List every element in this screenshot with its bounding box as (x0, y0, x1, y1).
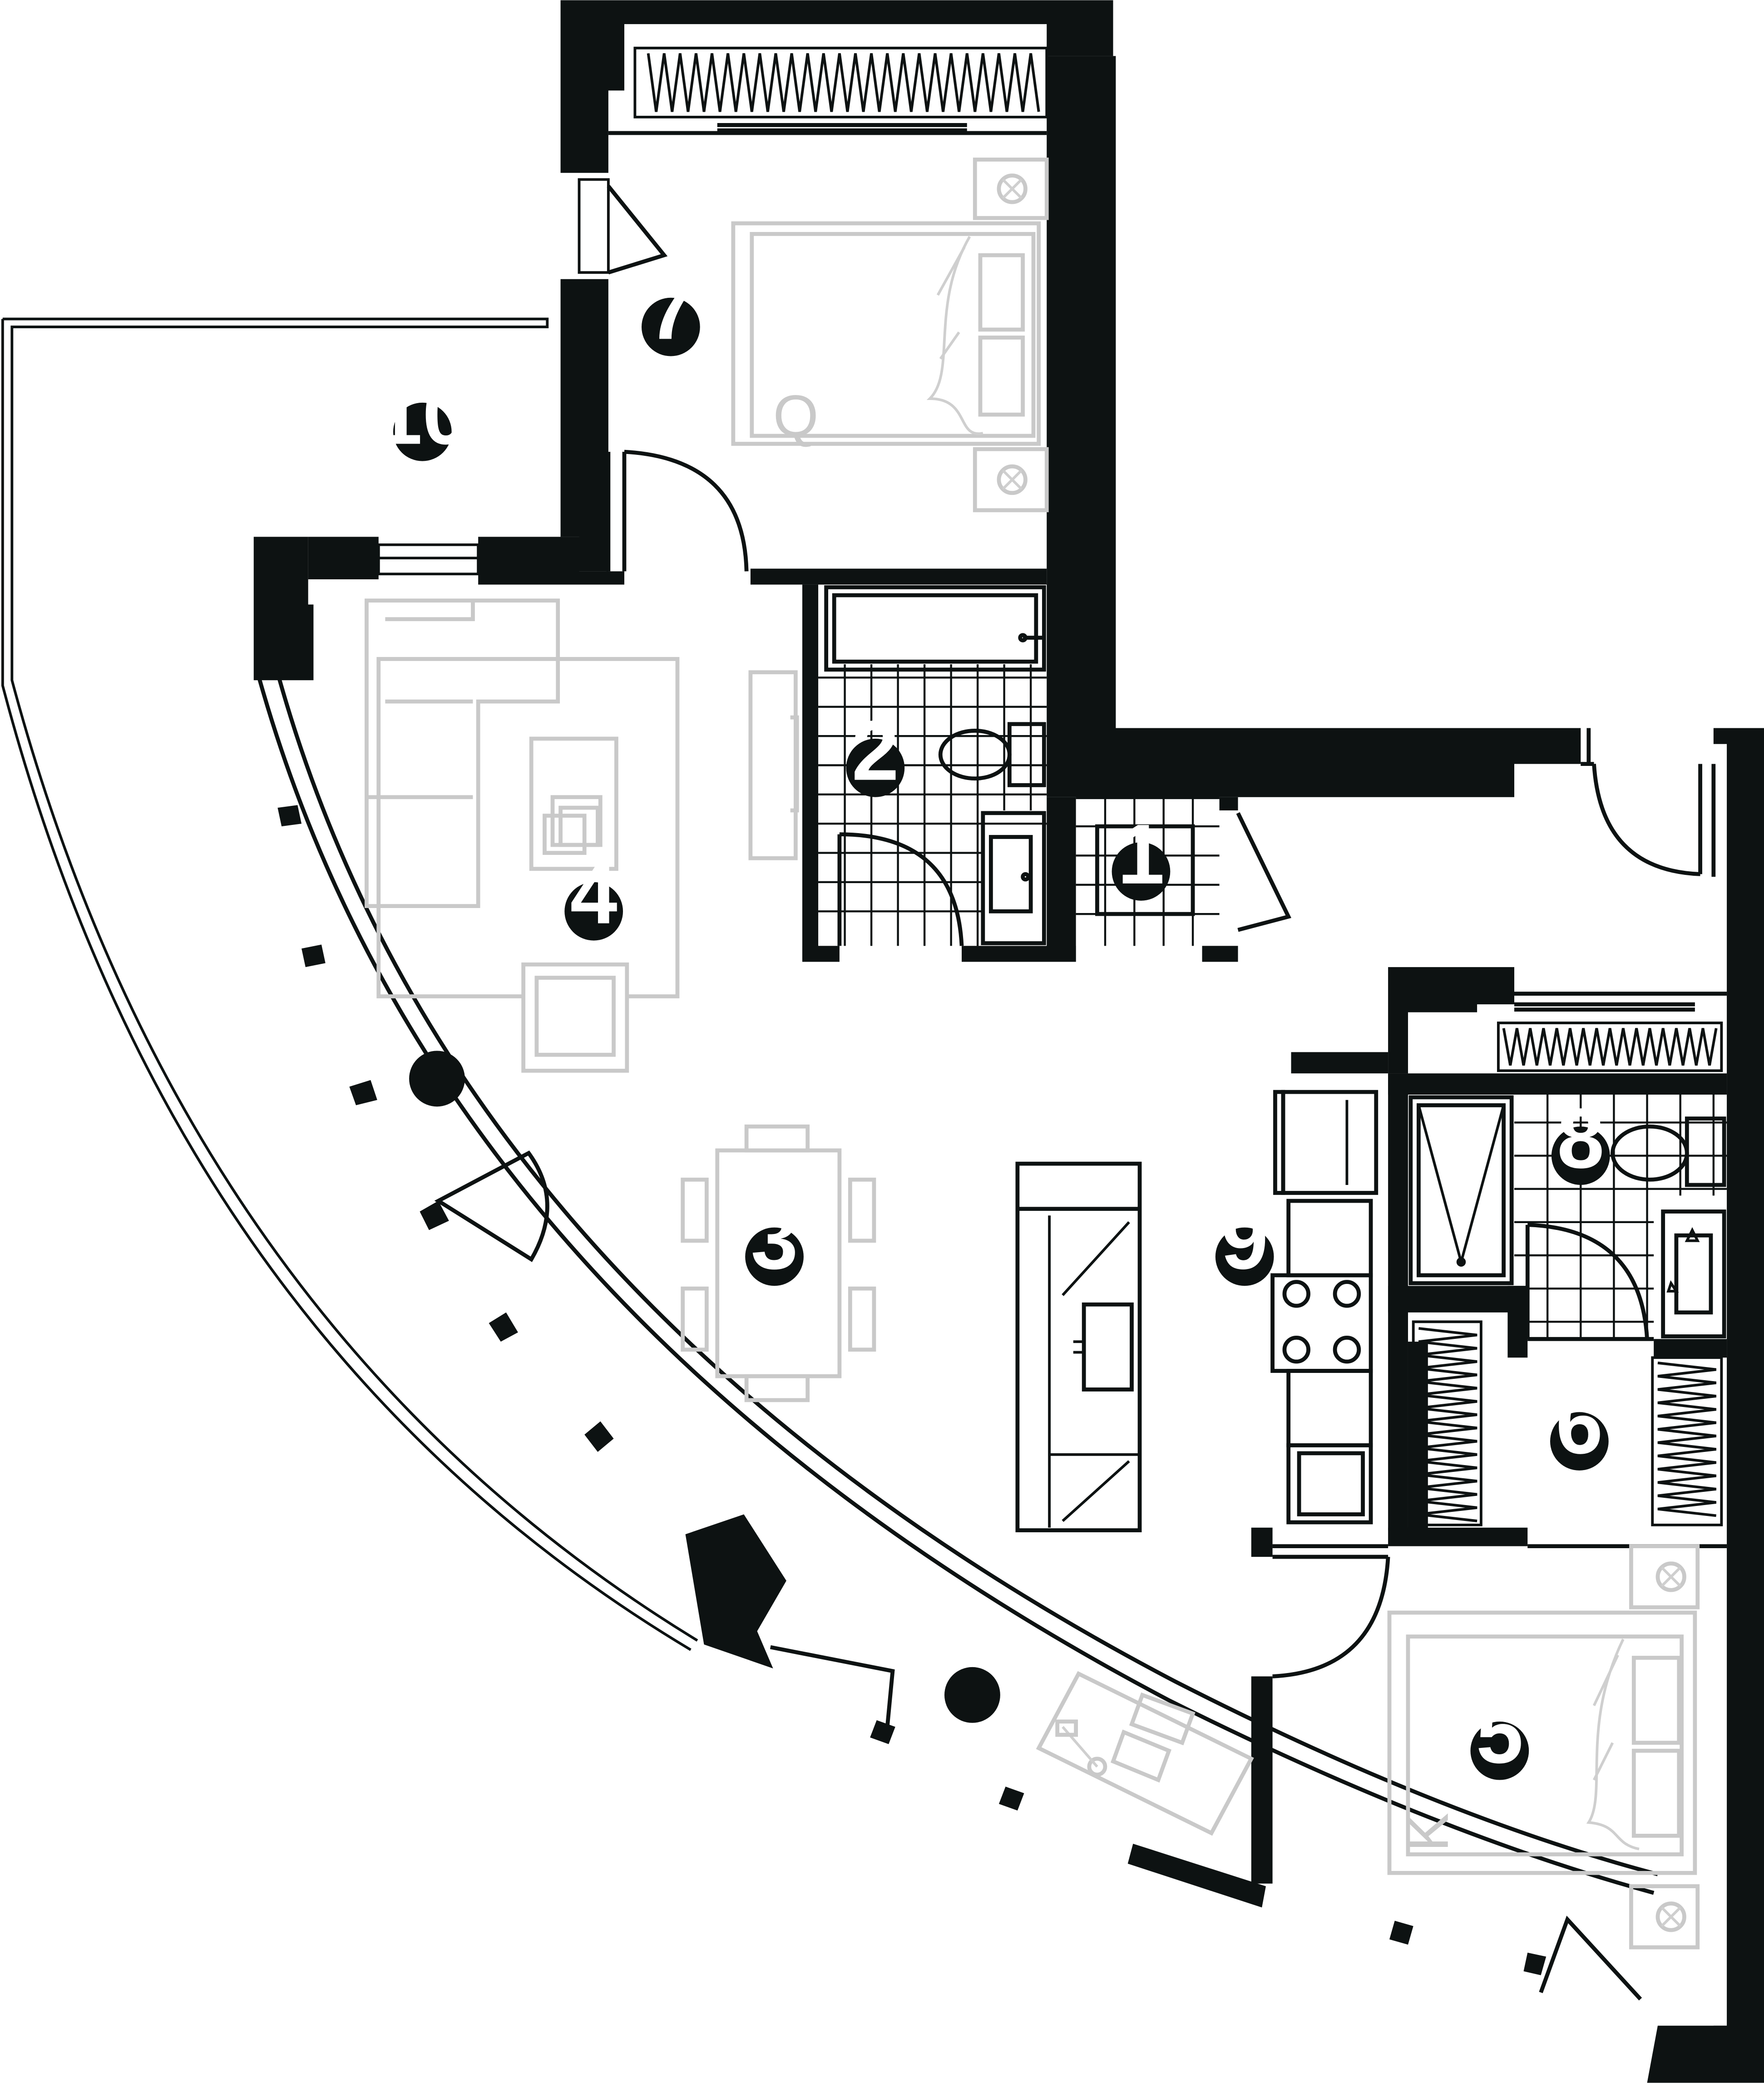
bathroom-2-fixtures (818, 585, 1047, 946)
room-badge-8: 8 (1551, 1091, 1610, 1186)
closet-hangers (633, 46, 1723, 1526)
office-desk (1036, 1671, 1254, 1836)
room-label-9: 9 (1221, 1192, 1268, 1287)
room-label-6: 6 (1556, 1377, 1603, 1471)
balcony-outline (1, 317, 698, 1651)
room-badge-9: 9 (1215, 1192, 1274, 1287)
columns (409, 1051, 1000, 1723)
room-badge-1: 1 (1112, 807, 1171, 902)
room-label-4: 4 (570, 847, 618, 942)
room-badge-5: 5 (1470, 1686, 1529, 1781)
bed-7-size-label: Q (773, 383, 819, 449)
doors (377, 123, 1702, 2001)
room-label-3: 3 (751, 1192, 798, 1287)
room-label-1: 1 (1117, 807, 1165, 902)
room-label-10: 10 (375, 367, 469, 462)
curved-window-wall (253, 537, 1659, 1975)
room-badge-2: 2 (846, 703, 905, 798)
bed-5-size-label: K (1395, 1813, 1461, 1852)
bedroom-7-furniture: Q (731, 158, 1049, 513)
bedroom-5-furniture: K (1387, 1544, 1700, 1950)
bathroom-8-fixtures (1408, 1095, 1727, 1339)
room-label-8: 8 (1557, 1091, 1604, 1186)
partitions (606, 131, 1727, 1549)
room-badge-7: 7 (641, 262, 700, 357)
room-badge-3: 3 (745, 1192, 804, 1287)
kitchen-fixtures (1015, 1090, 1379, 1532)
living-room-furniture (365, 598, 799, 1073)
dining-furniture (681, 1124, 876, 1402)
structural-walls (308, 0, 1764, 2083)
room-label-5: 5 (1476, 1686, 1523, 1781)
room-badge-6: 6 (1550, 1377, 1609, 1471)
room-label-2: 2 (852, 703, 899, 798)
room-badge-4: 4 (564, 847, 623, 942)
room-label-7: 7 (647, 262, 694, 357)
room-badge-10: 10 (375, 367, 469, 462)
